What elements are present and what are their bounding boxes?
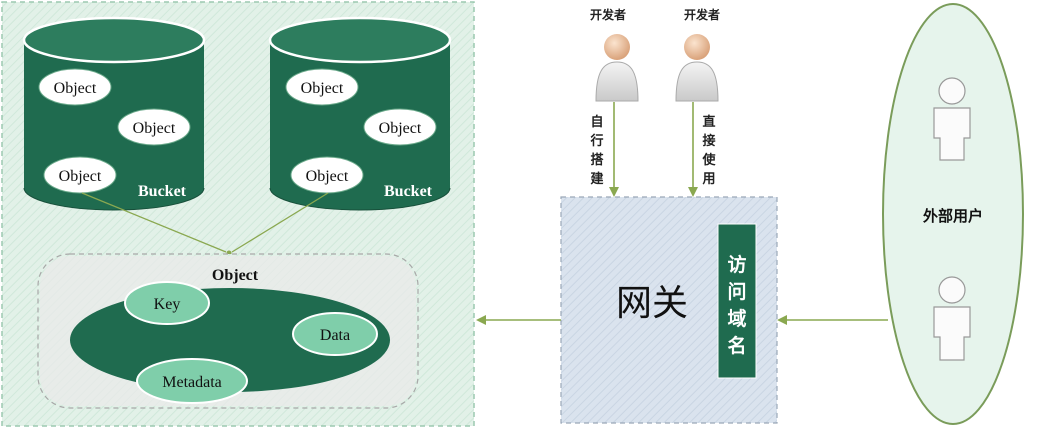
- connector-bucket-2: [231, 192, 329, 253]
- bucket-2-object-1-label: Object: [301, 80, 344, 97]
- object-data-label: Data: [320, 327, 350, 344]
- developer-1-action-char-3: 搭: [590, 152, 604, 168]
- bucket-2-object-3-label: Object: [306, 168, 349, 185]
- developer-1-action-char-4: 建: [590, 171, 603, 187]
- bucket-1-object-2: Object: [117, 108, 191, 146]
- external-user-2-icon: [933, 276, 971, 361]
- bucket-2-label: Bucket: [384, 183, 433, 200]
- access-domain-char-1: 访: [727, 253, 746, 276]
- gateway-title: 网关: [616, 283, 688, 324]
- object-data: Data: [292, 312, 378, 356]
- access-domain-box: 访 问 域 名: [717, 223, 757, 379]
- access-domain-char-2: 问: [727, 281, 746, 303]
- object-metadata-label: Metadata: [162, 374, 222, 391]
- developer-1-action-char-1: 自: [590, 114, 603, 130]
- bucket-1-object-1: Object: [38, 68, 112, 106]
- access-domain-char-4: 名: [727, 334, 746, 357]
- developer-1-icon: [595, 34, 639, 102]
- developer-2-icon: [675, 34, 719, 102]
- object-metadata: Metadata: [136, 358, 248, 404]
- external-users-ellipse: [882, 3, 1024, 425]
- bucket-1-object-3: Object: [43, 156, 117, 194]
- bucket-2-object-2-label: Object: [379, 120, 422, 137]
- object-key-label: Key: [154, 296, 181, 313]
- external-user-1-icon: [933, 77, 971, 161]
- developer-2-action-char-2: 接: [702, 133, 715, 149]
- bucket-1-object-3-label: Object: [59, 168, 102, 185]
- developer-2-action-char-1: 直: [702, 114, 715, 130]
- bucket-1-object-1-label: Object: [54, 80, 97, 97]
- bucket-2-object-1: Object: [285, 68, 359, 106]
- developer-2-action-char-4: 用: [701, 172, 715, 187]
- developer-1-action-char-2: 行: [589, 133, 603, 149]
- developer-1-label: 开发者: [590, 7, 626, 22]
- access-domain-char-3: 域: [727, 307, 746, 330]
- object-detail-title: Object: [212, 267, 259, 284]
- bucket-1-label: Bucket: [138, 183, 187, 200]
- external-users-label: 外部用户: [922, 207, 983, 225]
- developer-2-action-char-3: 使: [701, 152, 716, 168]
- bucket-1-object-2-label: Object: [133, 120, 176, 137]
- developer-2-label: 开发者: [684, 7, 720, 22]
- object-key: Key: [124, 281, 210, 325]
- connector-bucket-1: [81, 192, 227, 253]
- bucket-2-object-3: Object: [290, 156, 364, 194]
- bucket-2-object-2: Object: [363, 108, 437, 146]
